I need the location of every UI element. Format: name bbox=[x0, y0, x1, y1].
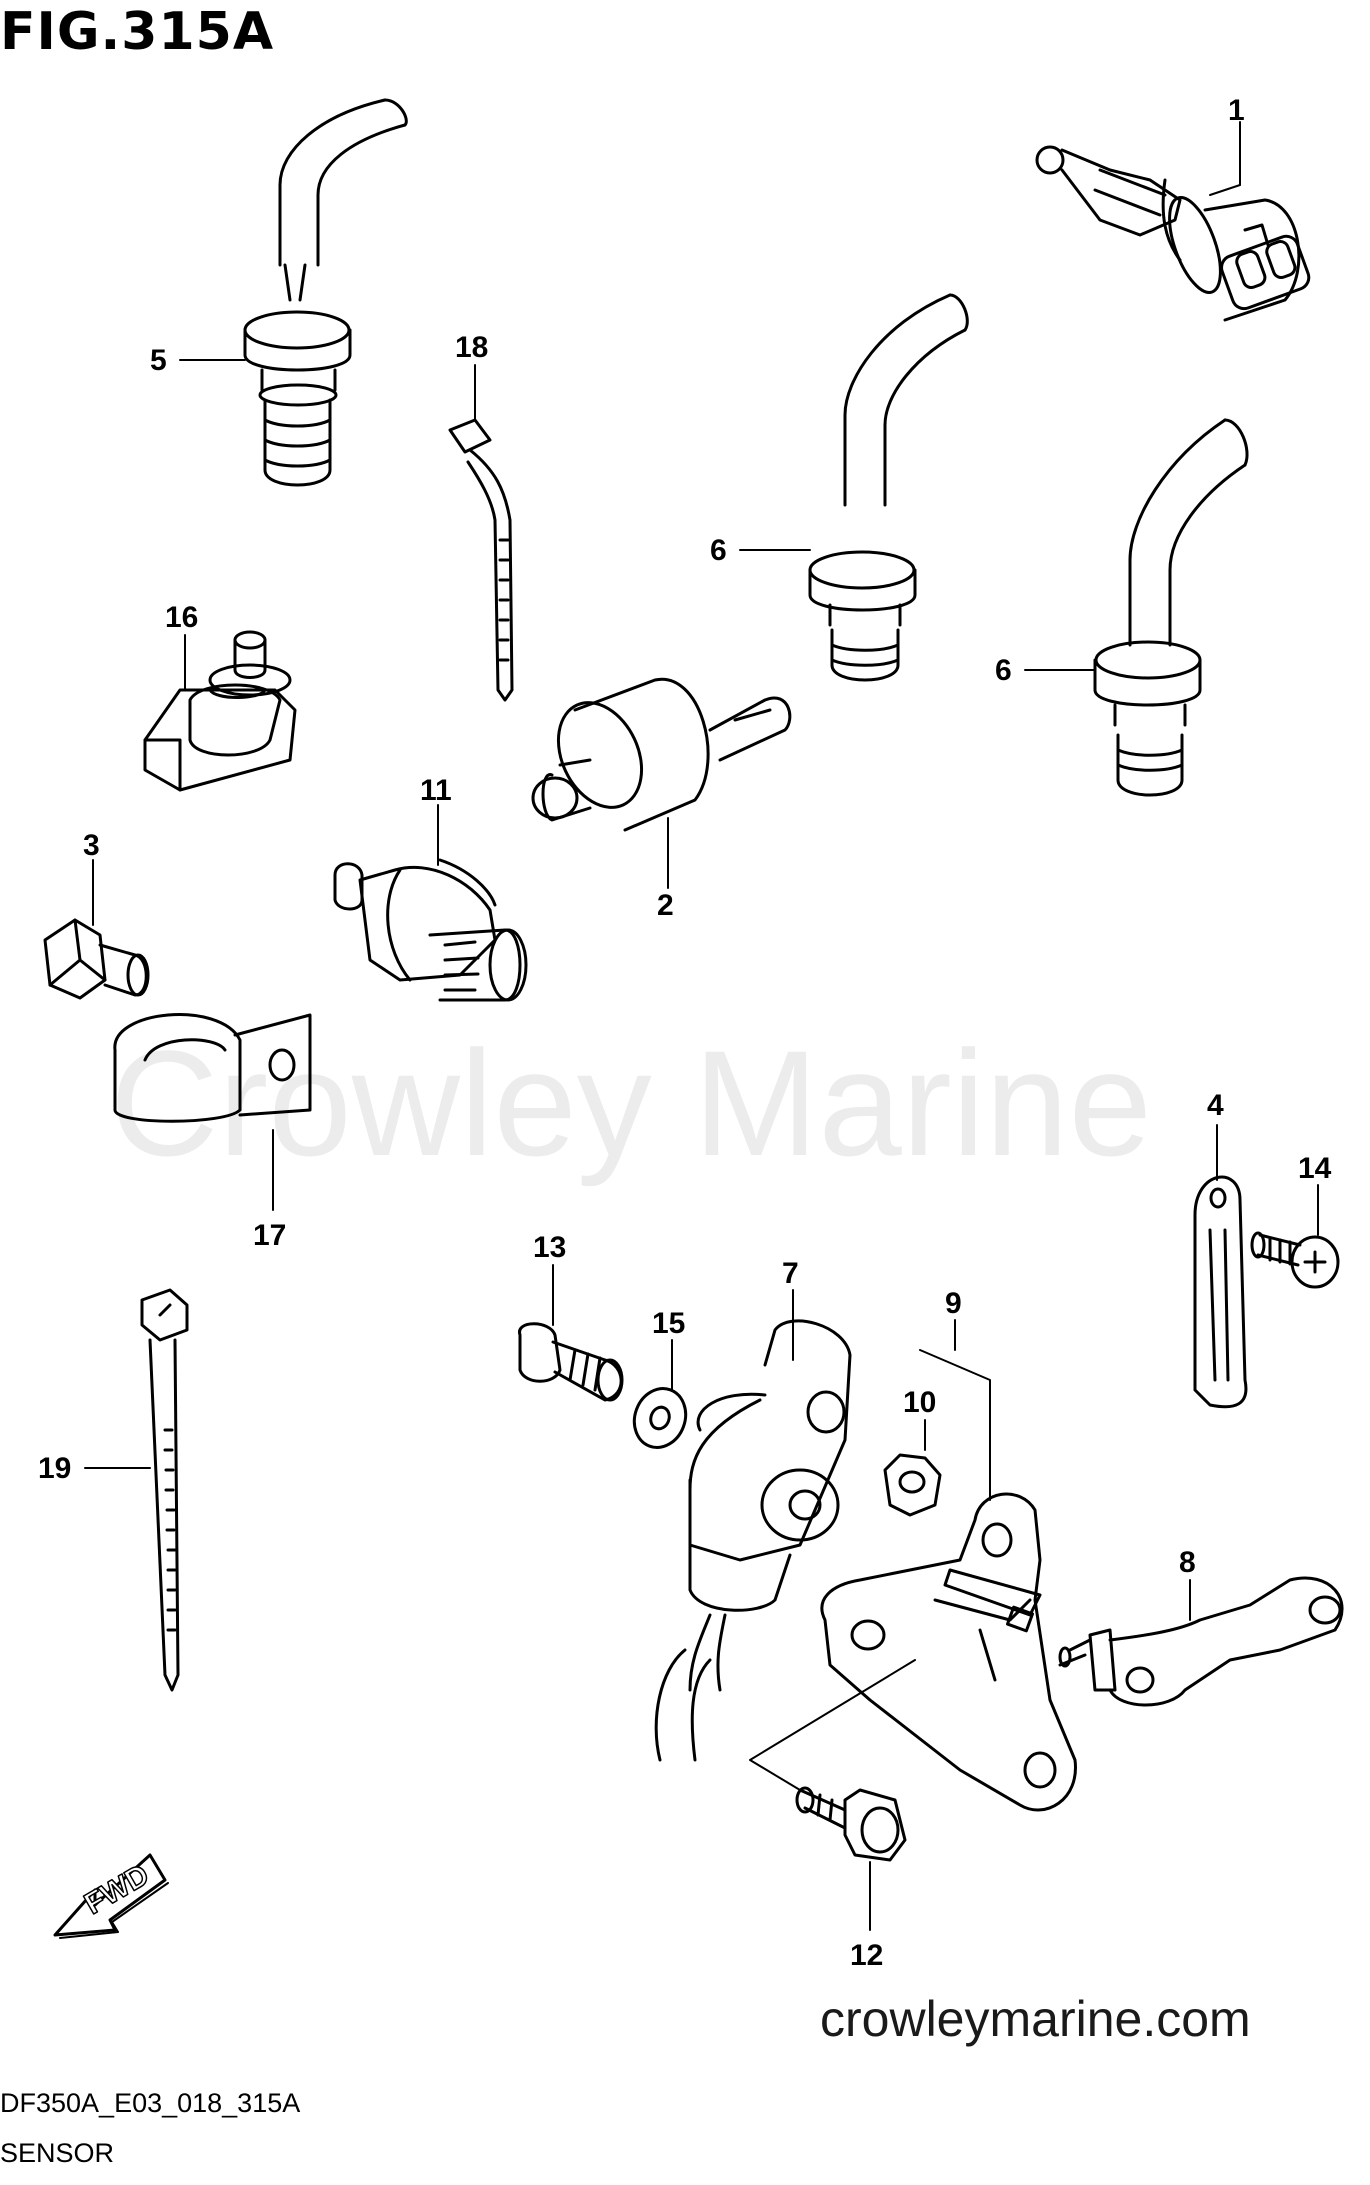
callout-6-lower[interactable]: 6 bbox=[995, 654, 1012, 687]
callout-17[interactable]: 17 bbox=[253, 1219, 286, 1252]
callout-15[interactable]: 15 bbox=[652, 1307, 685, 1340]
watermark: Crowley Marine bbox=[110, 1019, 1152, 1187]
callout-18[interactable]: 18 bbox=[455, 331, 488, 364]
callout-12[interactable]: 12 bbox=[850, 1939, 883, 1972]
callout-8[interactable]: 8 bbox=[1179, 1546, 1196, 1579]
part-6-sensor-lower[interactable] bbox=[1093, 418, 1249, 797]
part-10-nut[interactable] bbox=[883, 1453, 942, 1517]
part-9-bracket[interactable] bbox=[820, 1492, 1077, 1812]
part-7-sensor[interactable] bbox=[654, 1319, 852, 1762]
callout-14[interactable]: 14 bbox=[1298, 1152, 1332, 1185]
diagram-code: DF350A_E03_018_315A bbox=[0, 2088, 301, 2118]
section-name: SENSOR bbox=[0, 2138, 115, 2168]
callout-3[interactable]: 3 bbox=[83, 829, 100, 862]
callout-10[interactable]: 10 bbox=[903, 1386, 936, 1419]
part-3-bolt[interactable] bbox=[43, 918, 150, 1000]
callout-9[interactable]: 9 bbox=[945, 1287, 962, 1320]
figure-title: FIG.315A bbox=[0, 2, 275, 62]
callout-6-upper[interactable]: 6 bbox=[710, 534, 727, 567]
part-6-sensor-upper[interactable] bbox=[808, 293, 969, 682]
part-11-sensor[interactable] bbox=[333, 858, 528, 1002]
callout-4[interactable]: 4 bbox=[1207, 1089, 1224, 1122]
part-1-sensor[interactable] bbox=[1035, 145, 1312, 322]
callout-7[interactable]: 7 bbox=[782, 1257, 799, 1290]
callout-11[interactable]: 11 bbox=[420, 774, 452, 807]
part-4-strap[interactable] bbox=[1193, 1175, 1248, 1409]
part-17-clamp[interactable] bbox=[113, 1013, 312, 1123]
part-14-screw[interactable] bbox=[1250, 1231, 1340, 1289]
part-13-bolt[interactable] bbox=[518, 1322, 624, 1402]
callout-16[interactable]: 16 bbox=[165, 601, 198, 634]
part-8-lever[interactable] bbox=[1058, 1576, 1344, 1707]
callout-1[interactable]: 1 bbox=[1228, 94, 1245, 127]
callout-19[interactable]: 19 bbox=[38, 1452, 71, 1485]
part-15-washer[interactable] bbox=[626, 1381, 694, 1454]
callout-5[interactable]: 5 bbox=[150, 344, 167, 377]
part-18-cable-tie[interactable] bbox=[448, 418, 514, 702]
part-5-sensor[interactable] bbox=[243, 98, 408, 487]
callout-13[interactable]: 13 bbox=[533, 1231, 566, 1264]
part-2-sensor[interactable] bbox=[531, 677, 792, 832]
part-16-clip[interactable] bbox=[143, 630, 297, 792]
part-12-bolt[interactable] bbox=[795, 1786, 907, 1862]
fwd-arrow-icon: FWD bbox=[53, 1853, 169, 1939]
callout-2[interactable]: 2 bbox=[657, 889, 674, 922]
part-19-cable-tie[interactable] bbox=[140, 1288, 189, 1692]
website-label[interactable]: crowleymarine.com bbox=[820, 1991, 1251, 2047]
